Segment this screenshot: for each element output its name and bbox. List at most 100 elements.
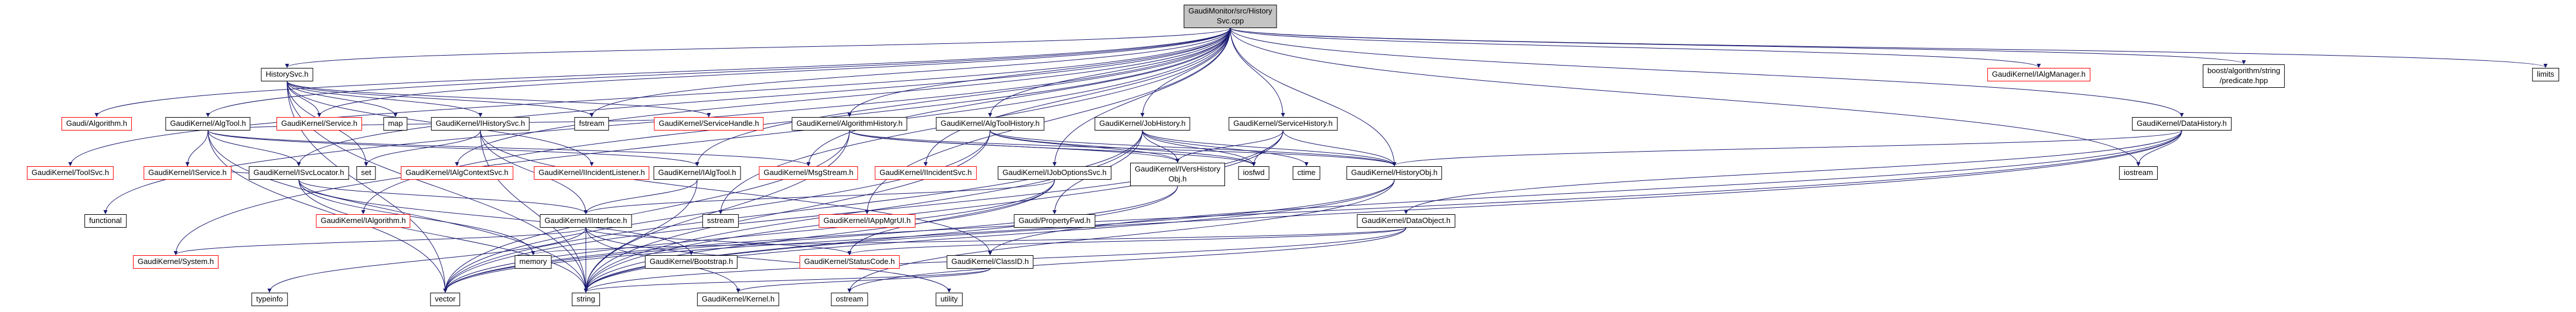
include-edge-root-to-historyobj	[1230, 28, 1397, 167]
include-edge-alghistory-to-vector	[443, 130, 850, 293]
include-edge-root-to-system	[173, 28, 1231, 256]
include-edge-jobhistory-to-vector	[443, 130, 1143, 293]
include-edge-root-to-ialgtool	[695, 28, 1231, 167]
graph-node-sstream[interactable]: sstream	[702, 214, 739, 228]
graph-node-servicehandle[interactable]: GaudiKernel/ServiceHandle.h	[654, 117, 764, 131]
include-edge-root-to-datahistory	[1230, 28, 2184, 118]
graph-node-iinterface[interactable]: GaudiKernel/IInterface.h	[540, 214, 632, 228]
include-edge-servicehistory-to-historyobj	[1282, 130, 1397, 167]
graph-node-system[interactable]: GaudiKernel/System.h	[132, 255, 219, 269]
graph-node-ostream[interactable]: ostream	[831, 293, 868, 306]
include-edge-isvclocator-to-iinterface	[298, 179, 588, 215]
graph-node-ihistorysvc[interactable]: GaudiKernel/IHistorySvc.h	[431, 117, 530, 131]
include-edge-root-to-fstream	[589, 28, 1231, 118]
include-edge-root-to-alghistory	[847, 28, 1231, 118]
graph-node-historyobj[interactable]: GaudiKernel/HistoryObj.h	[1346, 166, 1442, 180]
graph-node-toolsvc[interactable]: GaudiKernel/ToolSvc.h	[26, 166, 114, 180]
graph-node-map[interactable]: map	[383, 117, 408, 131]
include-edge-datahistory-to-historyobj	[1392, 130, 2182, 167]
graph-node-statuscode[interactable]: GaudiKernel/StatusCode.h	[799, 255, 900, 269]
include-edge-algtool-to-msgstream	[207, 130, 811, 167]
graph-node-functional[interactable]: functional	[84, 214, 127, 228]
graph-node-alghistory[interactable]: GaudiKernel/AlgorithmHistory.h	[791, 117, 907, 131]
graph-node-ialgtool[interactable]: GaudiKernel/IAlgTool.h	[653, 166, 741, 180]
graph-node-algorithm[interactable]: Gaudi/Algorithm.h	[61, 117, 132, 131]
include-edge-servicehistory-to-vector	[443, 130, 1284, 293]
include-edge-ihistorysvc-to-iinterface	[480, 130, 588, 215]
graph-node-utility[interactable]: utility	[936, 293, 963, 306]
graph-node-iappmgrui[interactable]: GaudiKernel/IAppMgrUI.h	[818, 214, 916, 228]
graph-node-ijoboptionssvc[interactable]: GaudiKernel/IJobOptionsSvc.h	[998, 166, 1111, 180]
include-edge-root-to-algorithm	[94, 28, 1231, 118]
graph-node-kernel[interactable]: GaudiKernel/Kernel.h	[697, 293, 780, 306]
graph-node-typeinfo[interactable]: typeinfo	[251, 293, 288, 306]
graph-node-set[interactable]: set	[356, 166, 376, 180]
graph-node-algtool[interactable]: GaudiKernel/AlgTool.h	[165, 117, 251, 131]
include-edge-ihistorysvc-to-string	[480, 130, 588, 293]
include-edge-classid-to-kernel	[736, 268, 991, 293]
include-edge-dataobject-to-memory	[531, 227, 1407, 256]
include-edge-iinterface-to-system	[173, 227, 586, 256]
include-edge-algtool-to-ialgtool	[207, 130, 700, 167]
graph-node-ctime[interactable]: ctime	[1292, 166, 1321, 180]
include-edge-classid-to-string	[584, 268, 991, 293]
graph-node-bootstrap[interactable]: GaudiKernel/Bootstrap.h	[644, 255, 738, 269]
include-edge-algtoolhistory-to-historyobj	[990, 130, 1397, 167]
graph-node-iservice[interactable]: GaudiKernel/IService.h	[144, 166, 231, 180]
include-edge-root-to-msgstream	[806, 28, 1231, 167]
graph-node-jobhistory[interactable]: GaudiKernel/JobHistory.h	[1094, 117, 1190, 131]
include-edge-ivershistoryobj-to-string	[584, 186, 1178, 293]
graph-node-ialgmanager[interactable]: GaudiKernel/IAlgManager.h	[1987, 68, 2090, 81]
include-edge-dataobject-to-ostream	[847, 227, 1407, 293]
graph-node-ialgorithm[interactable]: GaudiKernel/IAlgorithm.h	[316, 214, 411, 228]
graph-node-iostream[interactable]: iostream	[2119, 166, 2158, 180]
graph-node-msgstream[interactable]: GaudiKernel/MsgStream.h	[759, 166, 858, 180]
graph-node-datahistory[interactable]: GaudiKernel/DataHistory.h	[2132, 117, 2232, 131]
include-edge-jobhistory-to-iosfwd	[1142, 130, 1256, 167]
graph-node-vector[interactable]: vector	[430, 293, 460, 306]
include-edge-root-to-ialgcontextsvc	[455, 28, 1231, 167]
include-edge-isvclocator-to-memory	[298, 179, 535, 256]
graph-node-historysvc_h[interactable]: HistorySvc.h	[261, 68, 313, 81]
include-edge-historysvc_h-to-map	[286, 81, 398, 118]
graph-node-classid[interactable]: GaudiKernel/ClassID.h	[946, 255, 1034, 269]
include-edge-root-to-jobhistory	[1140, 28, 1231, 118]
include-edge-root-to-servicehistory	[1230, 28, 1285, 118]
include-edge-historysvc_h-to-servicehandle	[286, 81, 711, 118]
include-edge-algtoolhistory-to-string	[584, 130, 991, 293]
graph-node-boost_pred[interactable]: boost/algorithm/string /predicate.hpp	[2202, 64, 2285, 88]
graph-node-isvclocator[interactable]: GaudiKernel/ISvcLocator.h	[248, 166, 349, 180]
include-edge-root-to-ijoboptionssvc	[1052, 28, 1231, 167]
graph-node-memory[interactable]: memory	[514, 255, 552, 269]
include-edge-datahistory-to-vector	[443, 130, 2182, 293]
graph-node-service[interactable]: GaudiKernel/Service.h	[276, 117, 363, 131]
include-edge-historysvc_h-to-service	[286, 81, 322, 118]
graph-node-iosfwd[interactable]: iosfwd	[1238, 166, 1270, 180]
graph-node-ivershistoryobj[interactable]: GaudiKernel/IVersHistory Obj.h	[1130, 163, 1225, 186]
graph-node-string[interactable]: string	[572, 293, 600, 306]
graph-node-ialgcontextsvc[interactable]: GaudiKernel/IAlgContextSvc.h	[401, 166, 513, 180]
graph-node-limits[interactable]: limits	[2532, 68, 2559, 81]
graph-node-algtoolhistory[interactable]: GaudiKernel/AlgToolHistory.h	[936, 117, 1045, 131]
include-edge-servicehistory-to-ivershistoryobj	[1175, 130, 1284, 163]
include-edge-ialgtool-to-string	[584, 179, 698, 293]
include-edge-algtool-to-vector	[207, 130, 448, 293]
include-edge-servicehistory-to-string	[584, 130, 1284, 293]
include-edge-root-to-isvclocator	[296, 28, 1231, 167]
include-edge-root-to-limits	[1230, 28, 2548, 68]
graph-node-servicehistory[interactable]: GaudiKernel/ServiceHistory.h	[1229, 117, 1338, 131]
include-edge-ijoboptionssvc-to-iinterface	[584, 179, 1055, 215]
graph-node-fstream[interactable]: fstream	[574, 117, 609, 131]
graph-node-dataobject[interactable]: GaudiKernel/DataObject.h	[1357, 214, 1455, 228]
include-edge-root-to-historysvc_h	[285, 28, 1231, 68]
graph-node-iincidentlistener[interactable]: GaudiKernel/IIncidentListener.h	[534, 166, 650, 180]
include-edge-root-to-iostream	[1230, 28, 2141, 167]
include-edge-alghistory-to-iosfwd	[849, 130, 1256, 167]
include-edge-jobhistory-to-ctime	[1142, 130, 1309, 167]
include-edge-iinterface-to-typeinfo	[267, 227, 586, 293]
graph-node-iincidentsvc[interactable]: GaudiKernel/IIncidentSvc.h	[875, 166, 977, 180]
graph-node-root[interactable]: GaudiMonitor/src/History Svc.cpp	[1183, 5, 1277, 28]
graph-node-propertyfwd[interactable]: Gaudi/PropertyFwd.h	[1014, 214, 1096, 228]
